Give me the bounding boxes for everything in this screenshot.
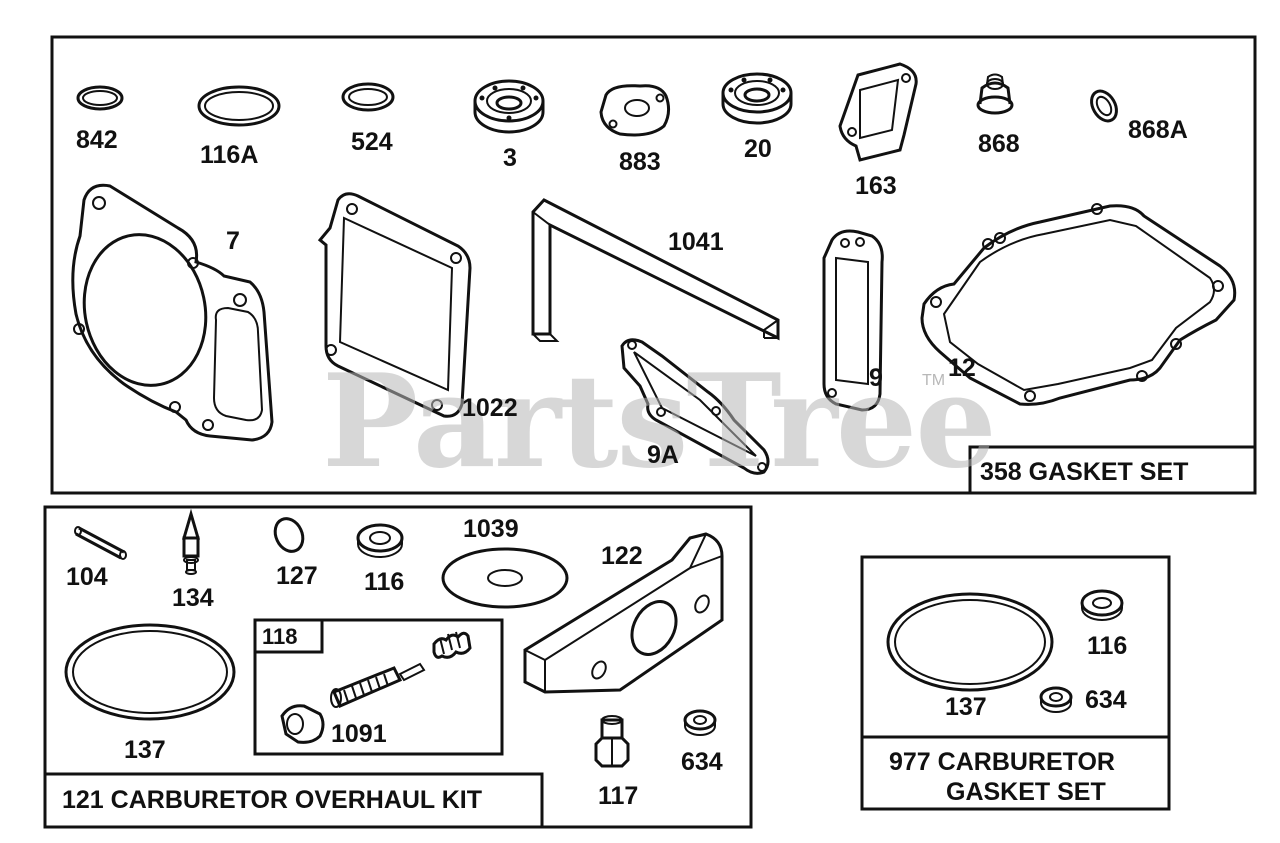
part-868-valve-seal-icon[interactable] (976, 73, 1014, 115)
part-634-washer-icon[interactable] (683, 709, 717, 736)
carb-gasket-title-line2: GASKET SET (946, 778, 1106, 806)
label-12: 12 (948, 354, 976, 382)
part-163-gasket-icon[interactable] (838, 62, 918, 162)
label-127: 127 (276, 562, 318, 590)
label-1022: 1022 (462, 394, 518, 422)
part-137-oring-icon[interactable] (64, 623, 236, 721)
part-20-seal-icon[interactable] (721, 72, 793, 125)
part-134-needle-icon[interactable] (182, 508, 200, 575)
label-1091: 1091 (331, 720, 387, 748)
part-1039-disc-icon[interactable] (441, 547, 569, 609)
gasket-set-title: 358 GASKET SET (980, 458, 1189, 486)
carb-overhaul-panel (43, 505, 753, 829)
part-868a-washer-icon[interactable] (1086, 87, 1121, 126)
part-7-head-gasket-icon[interactable] (71, 183, 274, 442)
label-868: 868 (978, 130, 1020, 158)
carb-gasket-title-box (860, 735, 1171, 811)
part-1041-strip-icon[interactable] (531, 198, 780, 342)
label-842: 842 (76, 126, 118, 154)
label-7: 7 (226, 227, 240, 255)
label-134: 134 (172, 584, 214, 612)
part-127-plug-icon[interactable] (270, 514, 308, 556)
carb-gasket-title-line1: 977 CARBURETOR (889, 748, 1115, 776)
part-137-oring-set-icon[interactable] (886, 592, 1054, 692)
label-868a: 868A (1128, 116, 1188, 144)
label-117: 117 (598, 782, 639, 810)
label-9a: 9A (647, 441, 679, 469)
label-9: 9 (869, 364, 883, 392)
label-634: 634 (681, 748, 723, 776)
label-524: 524 (351, 128, 393, 156)
part-122-spacer-icon[interactable] (523, 532, 724, 694)
gasket-set-panel (50, 35, 1257, 495)
part-883-gasket-icon[interactable] (599, 84, 671, 137)
sub-kit-118-title-box (253, 618, 324, 654)
part-1091-idle-screw-icon[interactable] (280, 631, 472, 744)
label-20: 20 (744, 135, 772, 163)
part-9a-gasket-icon[interactable] (620, 338, 770, 475)
part-116-washer-set-icon[interactable] (1080, 589, 1124, 621)
part-524-oring-icon[interactable] (341, 82, 395, 112)
label-116a: 116A (200, 141, 259, 169)
sub-kit-118-box (253, 618, 504, 756)
label-122: 122 (601, 542, 643, 570)
part-117-fitting-icon[interactable] (594, 715, 630, 768)
part-3-seal-icon[interactable] (473, 79, 545, 134)
label-634-set: 634 (1085, 686, 1127, 714)
part-116a-oring-icon[interactable] (197, 85, 281, 127)
part-104-pin-icon[interactable] (74, 526, 127, 560)
label-1041: 1041 (668, 228, 724, 256)
label-116: 116 (364, 568, 405, 596)
part-842-oring-icon[interactable] (76, 85, 124, 111)
label-883: 883 (619, 148, 661, 176)
part-116-washer-icon[interactable] (356, 523, 404, 558)
label-137: 137 (124, 736, 166, 764)
part-9-gasket-icon[interactable] (822, 229, 884, 412)
label-163: 163 (855, 172, 897, 200)
label-1039: 1039 (463, 515, 519, 543)
gasket-set-title-box (968, 445, 1257, 495)
label-137-set: 137 (945, 693, 987, 721)
watermark-tm: TM (922, 372, 946, 389)
carb-overhaul-title-box (43, 772, 544, 829)
sub-kit-118-title: 118 (262, 624, 298, 649)
part-634-washer-set-icon[interactable] (1039, 686, 1073, 713)
label-116-set: 116 (1087, 632, 1128, 660)
carb-overhaul-title: 121 CARBURETOR OVERHAUL KIT (62, 786, 482, 814)
label-3: 3 (503, 144, 517, 172)
label-104: 104 (66, 563, 108, 591)
watermark: PartsTree (322, 347, 997, 497)
part-12-crankcase-gasket-icon[interactable] (920, 203, 1237, 406)
part-1022-gasket-icon[interactable] (317, 192, 472, 418)
